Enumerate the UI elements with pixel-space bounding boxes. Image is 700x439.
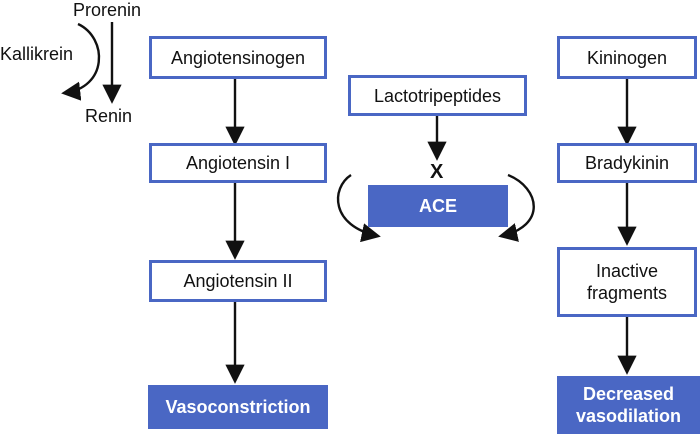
lactotripeptides-label: Lactotripeptides [373,85,502,106]
inactive-fragments-line-2: fragments [586,283,668,303]
ace-right-curve-arrow [498,173,535,242]
angiotensinogen-label: Angiotensinogen [170,47,306,68]
inactive-fragments-box: Inactive fragments [557,247,697,317]
angiotensinogen-box: Angiotensinogen [149,36,327,79]
angiotensin-ii-box: Angiotensin II [149,260,327,302]
kininogen-box: Kininogen [557,36,697,79]
kininogen-label: Kininogen [586,47,668,68]
bradykinin-label: Bradykinin [584,153,670,173]
ace-label: ACE [418,196,457,216]
inhibition-x-mark: X [430,161,444,183]
kallikrein-curve-arrow [61,22,101,101]
ace-left-curve-arrow [336,173,381,243]
renin-label: Renin [85,106,133,126]
inactive-fragments-line-1: Inactive [595,261,659,281]
prorenin-label: Prorenin [73,0,142,20]
decreased-vasodilation-line-2: vasodilation [575,406,682,426]
lactotripeptides-box: Lactotripeptides [348,75,527,116]
bradykinin-box: Bradykinin [557,143,697,183]
vasoconstriction-label: Vasoconstriction [165,397,311,417]
decreased-vasodilation-line-1: Decreased [582,384,675,404]
angiotensin-i-label: Angiotensin I [185,153,291,173]
angiotensin-ii-label: Angiotensin II [183,271,293,291]
decreased-vasodilation-box: Decreased vasodilation [557,376,700,434]
ace-box: ACE [368,185,508,227]
kallikrein-label: Kallikrein [0,44,74,64]
vasoconstriction-box: Vasoconstriction [148,385,328,429]
angiotensin-i-box: Angiotensin I [149,143,327,183]
